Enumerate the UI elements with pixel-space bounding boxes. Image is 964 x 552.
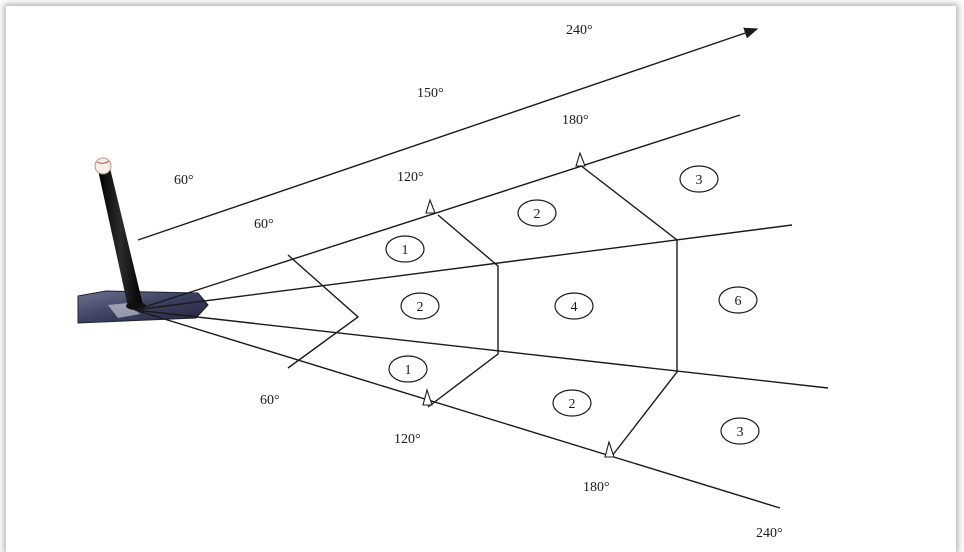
boundary-60ft [287, 254, 360, 369]
label-top-60: 60° [254, 217, 274, 232]
svg-text:2: 2 [534, 207, 541, 222]
zone-right-far: 3 [720, 417, 760, 445]
svg-text:4: 4 [571, 300, 578, 315]
ray-bottom [134, 309, 781, 509]
cone-bottom-120-icon [422, 388, 433, 406]
label-arrow-60: 60° [174, 173, 194, 188]
cone-top-180-icon [575, 151, 586, 167]
boundary-180ft [579, 164, 678, 457]
svg-text:1: 1 [402, 243, 409, 258]
cone-top-120-icon [425, 198, 436, 214]
label-bottom-120: 120° [394, 432, 421, 447]
label-bottom-60: 60° [260, 393, 280, 408]
svg-text:1: 1 [405, 363, 412, 378]
svg-text:3: 3 [737, 425, 744, 440]
label-bottom-240: 240° [756, 526, 783, 541]
zone-center-far: 6 [718, 286, 758, 314]
ray-upper-mid [134, 224, 793, 311]
label-top-120: 120° [397, 170, 424, 185]
zone-center-near: 2 [400, 292, 440, 320]
zone-right-near: 1 [388, 355, 428, 383]
diagram-frame [6, 6, 956, 552]
zone-left-far: 3 [679, 165, 719, 193]
label-arrow-240: 240° [566, 23, 593, 38]
boundary-120ft [427, 214, 499, 408]
zone-left-mid: 2 [517, 199, 557, 227]
cone-bottom-180-icon [604, 440, 615, 458]
zone-left-near: 1 [385, 235, 425, 263]
label-top-180: 180° [562, 113, 589, 128]
svg-text:2: 2 [417, 300, 424, 315]
distance-arrow [137, 27, 759, 241]
label-bottom-180: 180° [583, 480, 610, 495]
svg-text:3: 3 [696, 173, 703, 188]
ray-lower-mid [134, 309, 829, 389]
zone-right-mid: 2 [552, 389, 592, 417]
ray-top [134, 114, 741, 311]
label-arrow-150: 150° [417, 86, 444, 101]
svg-text:2: 2 [569, 397, 576, 412]
zone-center-mid: 4 [554, 292, 594, 320]
svg-text:6: 6 [735, 294, 742, 309]
